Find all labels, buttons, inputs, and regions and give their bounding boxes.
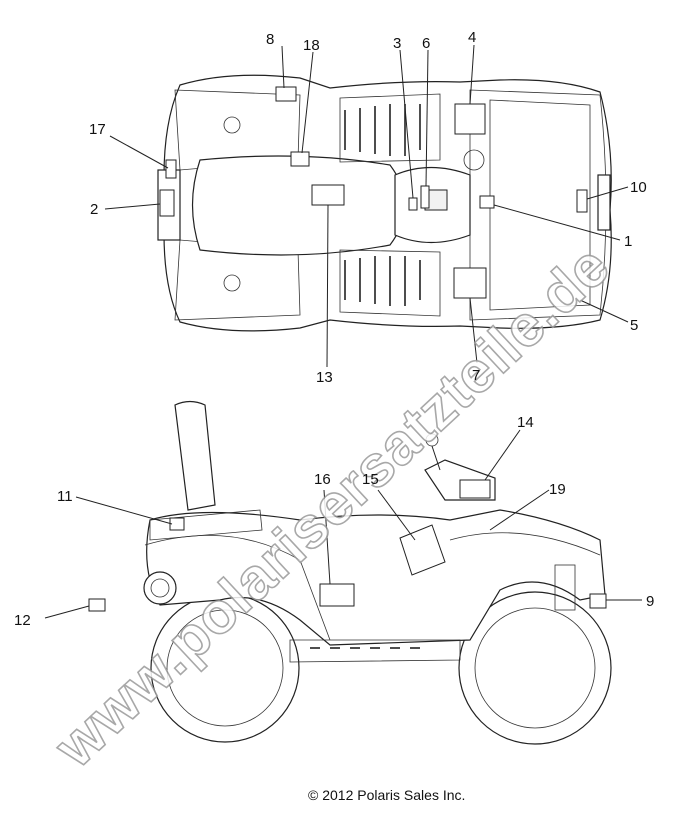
callout-1: 1 [624,233,632,250]
footwell-bottom [339,249,441,317]
callout-15: 15 [362,471,379,488]
decal-14 [459,479,491,499]
callout-3: 3 [393,35,401,52]
decal-17 [165,159,177,179]
decal-15 [399,524,446,576]
copyright-notice: © 2012 Polaris Sales Inc. [308,787,465,803]
callout-8: 8 [266,31,274,48]
decal-7 [453,267,487,299]
decal-1 [479,195,495,209]
decal-12 [88,598,106,612]
footwell-top [339,93,441,163]
decal-16 [319,583,355,607]
decal-4 [454,103,486,135]
callout-6: 6 [422,35,430,52]
decal-9 [589,593,607,609]
decal-10 [576,189,588,213]
callout-18: 18 [303,37,320,54]
callout-9: 9 [646,593,654,610]
callout-10: 10 [630,179,647,196]
callout-19: 19 [549,481,566,498]
decal-8 [275,86,297,102]
atv-top-view [157,74,612,332]
callout-2: 2 [90,201,98,218]
decal-11 [169,517,185,531]
decal-2 [159,189,175,217]
leader-lines-top [104,44,629,368]
decal-13 [311,184,345,206]
callout-14: 14 [517,414,534,431]
callout-labels: 8 18 3 6 4 17 2 10 1 5 7 13 14 15 16 19 … [14,29,654,629]
decal-3 [408,197,418,211]
callout-11: 11 [57,488,73,505]
decal-6 [420,185,430,209]
callout-4: 4 [468,29,476,46]
callout-13: 13 [316,369,333,386]
atv-side-view [88,400,612,745]
leader-lines-side [44,429,642,619]
decal-18 [290,151,310,167]
callout-7: 7 [472,367,480,384]
callout-5: 5 [630,317,638,334]
callout-16: 16 [314,471,331,488]
callout-12: 12 [14,612,31,629]
callout-17: 17 [89,121,106,138]
